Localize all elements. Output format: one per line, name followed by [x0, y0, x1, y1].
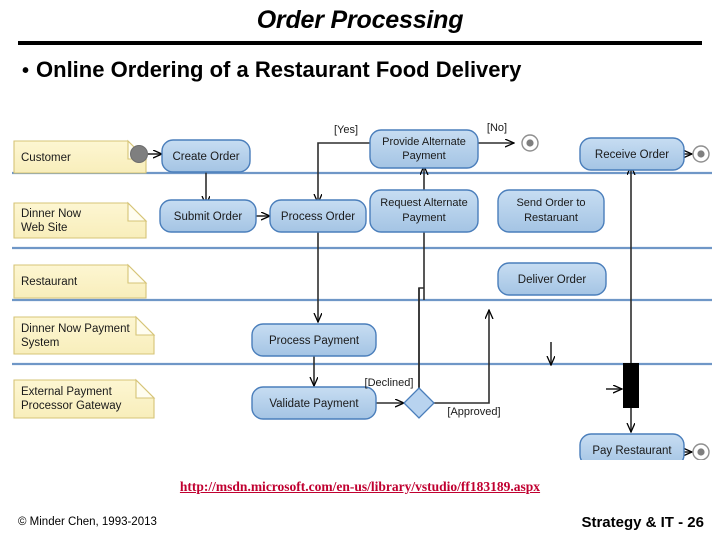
final-node-receive-order[interactable]: [692, 145, 710, 163]
activity-receive-order[interactable]: Receive Order: [579, 137, 685, 171]
activity-process-order-label: Process Order: [281, 211, 355, 223]
edge-approved-to-send-order: [434, 310, 489, 404]
activity-provide-alternate-payment-line-1: Provide Alternate: [382, 136, 466, 148]
activity-create-order[interactable]: Create Order: [161, 139, 251, 173]
activity-pay-restaurant[interactable]: Pay Restaurant: [579, 433, 685, 460]
lane-label-external-gateway-line-1: External Payment: [21, 386, 113, 398]
activity-create-order-label: Create Order: [172, 151, 239, 163]
lane-label-web-site-line-2: Web Site: [21, 222, 67, 234]
activity-submit-order[interactable]: Submit Order: [159, 199, 257, 233]
copyright-text: © Minder Chen, 1993-2013: [18, 516, 157, 528]
edge-label-approved: [Approved]: [447, 406, 500, 418]
activity-provide-alternate-payment[interactable]: Provide Alternate Payment: [369, 129, 479, 169]
lane-label-payment-system: Dinner Now Payment System: [13, 315, 156, 355]
lane-label-web-site-line-1: Dinner Now: [21, 208, 82, 220]
edge-label-no: [No]: [487, 122, 507, 134]
lane-label-restaurant: Restaurant: [13, 263, 148, 299]
join-bar-delivery[interactable]: [623, 363, 639, 408]
activity-process-payment-label: Process Payment: [269, 335, 360, 347]
final-node-alternate-payment[interactable]: [521, 134, 539, 152]
activity-receive-order-label: Receive Order: [595, 149, 669, 161]
lane-label-payment-system-line-1: Dinner Now Payment: [21, 323, 130, 335]
initial-node[interactable]: [130, 145, 148, 163]
lane-label-web-site: Dinner Now Web Site: [13, 201, 148, 239]
bullet-marker: •: [22, 60, 30, 82]
activity-request-alternate-payment-line-1: Request Alternate: [380, 197, 467, 209]
lane-label-customer-line-1: Customer: [21, 152, 71, 164]
lane-label-external-gateway: External Payment Processor Gateway: [13, 378, 156, 419]
activity-submit-order-label: Submit Order: [174, 211, 243, 223]
activity-send-order-to-restaurant-line-2: Restaruant: [524, 212, 578, 224]
lane-label-payment-system-line-2: System: [21, 337, 59, 349]
activity-request-alternate-payment[interactable]: Request Alternate Payment: [369, 189, 479, 233]
page-marker: Strategy & IT - 26: [581, 514, 704, 531]
edge-label-declined: [Declined]: [365, 377, 414, 389]
lane-dividers: [12, 171, 712, 366]
activity-request-alternate-payment-line-2: Payment: [402, 212, 445, 224]
edge-labels: [Yes] [No] [Declined] [Approved]: [334, 122, 507, 418]
bullet-item: • Online Ordering of a Restaurant Food De…: [22, 57, 712, 83]
activity-diagram: Customer Dinner Now Web Site Restaurant …: [0, 110, 720, 460]
activity-send-order-to-restaurant[interactable]: Send Order to Restaruant: [497, 189, 605, 233]
decision-node-payment[interactable]: [403, 387, 435, 419]
lane-label-external-gateway-line-2: Processor Gateway: [21, 400, 122, 412]
activity-deliver-order[interactable]: Deliver Order: [497, 262, 607, 296]
activity-process-order[interactable]: Process Order: [269, 199, 367, 233]
lane-label-customer: Customer: [13, 139, 148, 174]
edge-yes-to-process-order: [318, 142, 370, 203]
activity-validate-payment[interactable]: Validate Payment: [251, 386, 377, 420]
activity-send-order-to-restaurant-line-1: Send Order to: [516, 197, 585, 209]
activity-validate-payment-label: Validate Payment: [269, 398, 359, 410]
lane-label-restaurant-line-1: Restaurant: [21, 276, 78, 288]
final-node-pay-restaurant[interactable]: [692, 443, 710, 460]
diagram-connectors: [148, 143, 692, 452]
page-title: Order Processing: [256, 6, 464, 34]
activity-pay-restaurant-label: Pay Restaurant: [592, 445, 672, 457]
activity-deliver-order-label: Deliver Order: [518, 274, 587, 286]
edge-label-yes: [Yes]: [334, 124, 358, 136]
source-url-link[interactable]: http://msdn.microsoft.com/en-us/library/…: [179, 479, 541, 494]
bullet-label: Online Ordering of a Restaurant Food Del…: [36, 57, 522, 82]
title-divider: [18, 41, 702, 45]
activity-process-payment[interactable]: Process Payment: [251, 323, 377, 357]
activity-provide-alternate-payment-line-2: Payment: [402, 150, 445, 162]
